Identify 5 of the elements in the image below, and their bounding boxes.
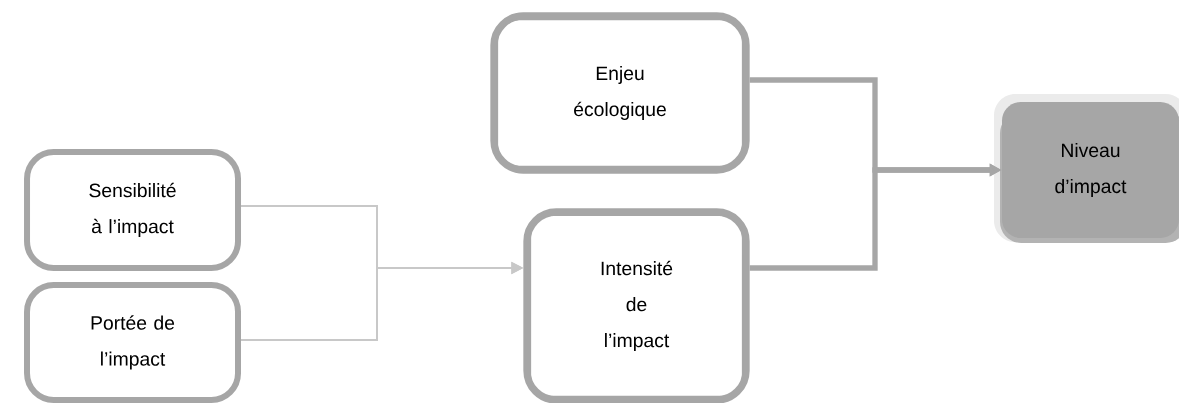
rounded-box: Sensibilité à l’impact (24, 149, 241, 271)
shaded-box: Niveau d’impact (994, 94, 1179, 243)
double-bordered-box: Enjeu écologique (490, 12, 750, 174)
double-bordered-box: Intensité de l’impact (523, 208, 750, 403)
rounded-box: Portée de l’impact (24, 282, 241, 403)
